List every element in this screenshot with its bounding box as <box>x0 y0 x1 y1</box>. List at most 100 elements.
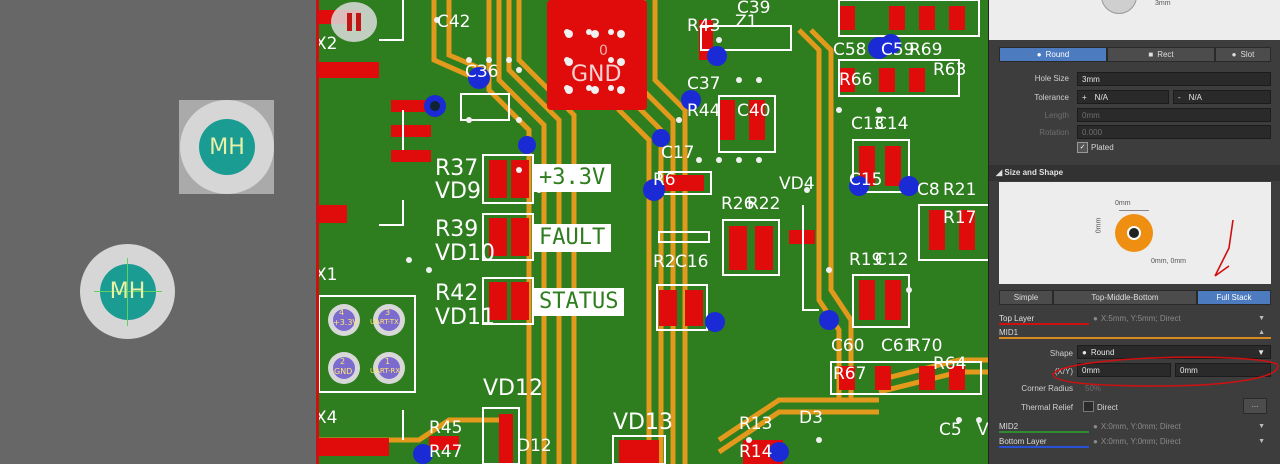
designator-c40: C40 <box>737 101 771 121</box>
mid1-y-input[interactable]: 0mm <box>1175 363 1271 377</box>
dot-icon: ● <box>1093 437 1098 446</box>
designator-d12: D12 <box>517 436 552 456</box>
tolerance-plus-input[interactable]: + N/A <box>1077 90 1169 104</box>
tab-rect-label: Rect <box>1157 50 1174 59</box>
length-input[interactable]: 0mm <box>1077 108 1271 122</box>
chevron-down-icon: ▼ <box>1258 315 1265 322</box>
x1-pin1-net: UART-RX <box>370 367 401 375</box>
designator-r44: R44 <box>687 101 721 121</box>
pad-stack-tabs: Simple Top-Middle-Bottom Full Stack <box>989 290 1280 305</box>
mounting-hole-1[interactable]: MH <box>180 100 274 194</box>
designator-r45: R45 <box>429 418 463 438</box>
label-3v3: +3.3V <box>533 164 612 193</box>
pad-preview-hole <box>1127 226 1141 240</box>
designator-vd4: VD4 <box>779 174 815 194</box>
round-icon: ● <box>1036 50 1042 59</box>
mounting-hole-1-label: MH <box>199 119 255 175</box>
thermal-relief-checkbox[interactable] <box>1083 401 1094 412</box>
designator-r42: R42 <box>435 281 479 306</box>
mounting-hole-2-label: MH <box>93 257 162 326</box>
pcb-workspace[interactable] <box>0 0 316 464</box>
pad-preview-offset: 0mm, 0mm <box>1151 258 1186 265</box>
chevron-down-icon: ▼ <box>1257 348 1265 357</box>
designator-r43: R43 <box>687 16 721 36</box>
designator-c12: C12 <box>875 250 909 270</box>
label-status: STATUS <box>533 288 625 317</box>
layer-value-top-text: X:5mm, Y:5mm; Direct <box>1100 314 1181 323</box>
minus-icon: - <box>1178 93 1181 102</box>
tab-slot[interactable]: ●Slot <box>1215 47 1271 62</box>
tab-full-stack[interactable]: Full Stack <box>1197 290 1271 305</box>
x1-pin2-net: GND <box>334 367 353 376</box>
size-and-shape-header[interactable]: ◢ Size and Shape <box>989 165 1280 181</box>
crosshair-icon-vertical <box>126 257 128 326</box>
designator-r2: R2 <box>653 252 676 272</box>
layer-row-mid1[interactable]: MID1 ▲ <box>999 326 1271 339</box>
layer-color-bar-mid2 <box>999 431 1089 433</box>
plated-checkbox[interactable]: ✓ <box>1077 142 1088 153</box>
length-label: Length <box>1044 111 1069 120</box>
x1-pin3-number: 3 <box>385 308 391 317</box>
tab-top-middle-bottom[interactable]: Top-Middle-Bottom <box>1053 290 1197 305</box>
pause-icon-bar-right <box>356 13 361 31</box>
designator-r26: R26 <box>721 194 755 214</box>
layer-row-top-layer[interactable]: Top Layer ●X:5mm, Y:5mm; Direct ▼ <box>999 312 1271 325</box>
hole-size-label: Hole Size <box>1034 74 1069 83</box>
plus-icon: + <box>1082 93 1087 102</box>
layer-row-bottom[interactable]: Bottom Layer ●X:0mm, Y:0mm; Direct ▼ <box>999 435 1271 448</box>
annotation-ellipse <box>1052 356 1279 387</box>
designator-c16: C16 <box>675 252 709 272</box>
collapse-triangle-icon: ◢ <box>996 168 1005 177</box>
hole-preview-shape <box>1101 0 1137 14</box>
layer-color-bar-top <box>999 323 1089 325</box>
pcb-board-canvas[interactable]: X2 X1 X4 C42 C36 C39 R43 Z1 C37 R44 C40 … <box>316 0 991 464</box>
tolerance-plus-value: N/A <box>1094 93 1109 102</box>
pcb-copper-layer <box>319 0 991 464</box>
layer-row-mid2[interactable]: MID2 ●X:0mm, Y:0mm; Direct ▼ <box>999 420 1271 433</box>
mid1-x-input[interactable]: 0mm <box>1077 363 1171 377</box>
designator-r63: R63 <box>933 60 967 80</box>
hole-size-input[interactable]: 3mm <box>1077 72 1271 86</box>
label-fault: FAULT <box>533 224 612 253</box>
designator-c8: C8 <box>917 180 940 200</box>
x1-pin3-net: UART-TX <box>370 318 399 326</box>
tolerance-label: Tolerance <box>1034 93 1069 102</box>
slot-icon: ● <box>1231 50 1237 59</box>
chevron-down-icon: ▼ <box>1258 438 1265 445</box>
designator-c37: C37 <box>687 74 721 94</box>
layer-value-bottom: ●X:0mm, Y:0mm; Direct <box>1093 435 1181 448</box>
mid1-thermal-value: Direct <box>1097 403 1118 412</box>
hole-shape-tabs: ●Round ■Rect ●Slot <box>989 47 1280 62</box>
mid1-corner-value[interactable]: 50% <box>1085 384 1102 393</box>
mid1-shape-select[interactable]: ●Round▼ <box>1077 345 1271 359</box>
designator-c5: C5 <box>939 420 962 440</box>
x1-pin1-number: 1 <box>385 357 391 366</box>
designator-d3: D3 <box>799 408 823 428</box>
mid1-corner-label: Corner Radius <box>1021 384 1073 393</box>
designator-r67: R67 <box>833 364 867 384</box>
designator-c59: C59 <box>881 40 915 60</box>
mounting-hole-2[interactable]: MH <box>80 244 175 339</box>
annotation-stroke <box>1214 219 1234 277</box>
rotation-input[interactable]: 0.000 <box>1077 125 1271 139</box>
designator-r66: R66 <box>839 70 873 90</box>
designator-r17: R17 <box>943 208 977 228</box>
designator-c61: C61 <box>881 336 915 356</box>
tab-rect[interactable]: ■Rect <box>1107 47 1215 62</box>
layer-name-mid2: MID2 <box>999 422 1019 431</box>
layer-value-mid2: ●X:0mm, Y:0mm; Direct <box>1093 420 1181 433</box>
mounting-hole-2-text: MH <box>109 279 146 304</box>
tab-simple[interactable]: Simple <box>999 290 1053 305</box>
pad-preview: 0mm 0mm 0mm, 0mm <box>999 182 1271 284</box>
designator-r14: R14 <box>739 442 773 462</box>
pause-button[interactable] <box>331 2 377 42</box>
tolerance-minus-input[interactable]: -N/A <box>1173 90 1271 104</box>
mid1-shape-value: Round <box>1090 348 1115 357</box>
x1-pin4-number: 4 <box>339 308 345 317</box>
designator-c60: C60 <box>831 336 865 356</box>
layer-value-bottom-text: X:0mm, Y:0mm; Direct <box>1100 437 1181 446</box>
properties-panel: 3mm ●Round ■Rect ●Slot Hole Size 3mm Tol… <box>988 0 1280 464</box>
thermal-more-button[interactable]: ... <box>1243 398 1267 414</box>
layer-value-mid2-text: X:0mm, Y:0mm; Direct <box>1100 422 1181 431</box>
tab-round[interactable]: ●Round <box>999 47 1107 62</box>
